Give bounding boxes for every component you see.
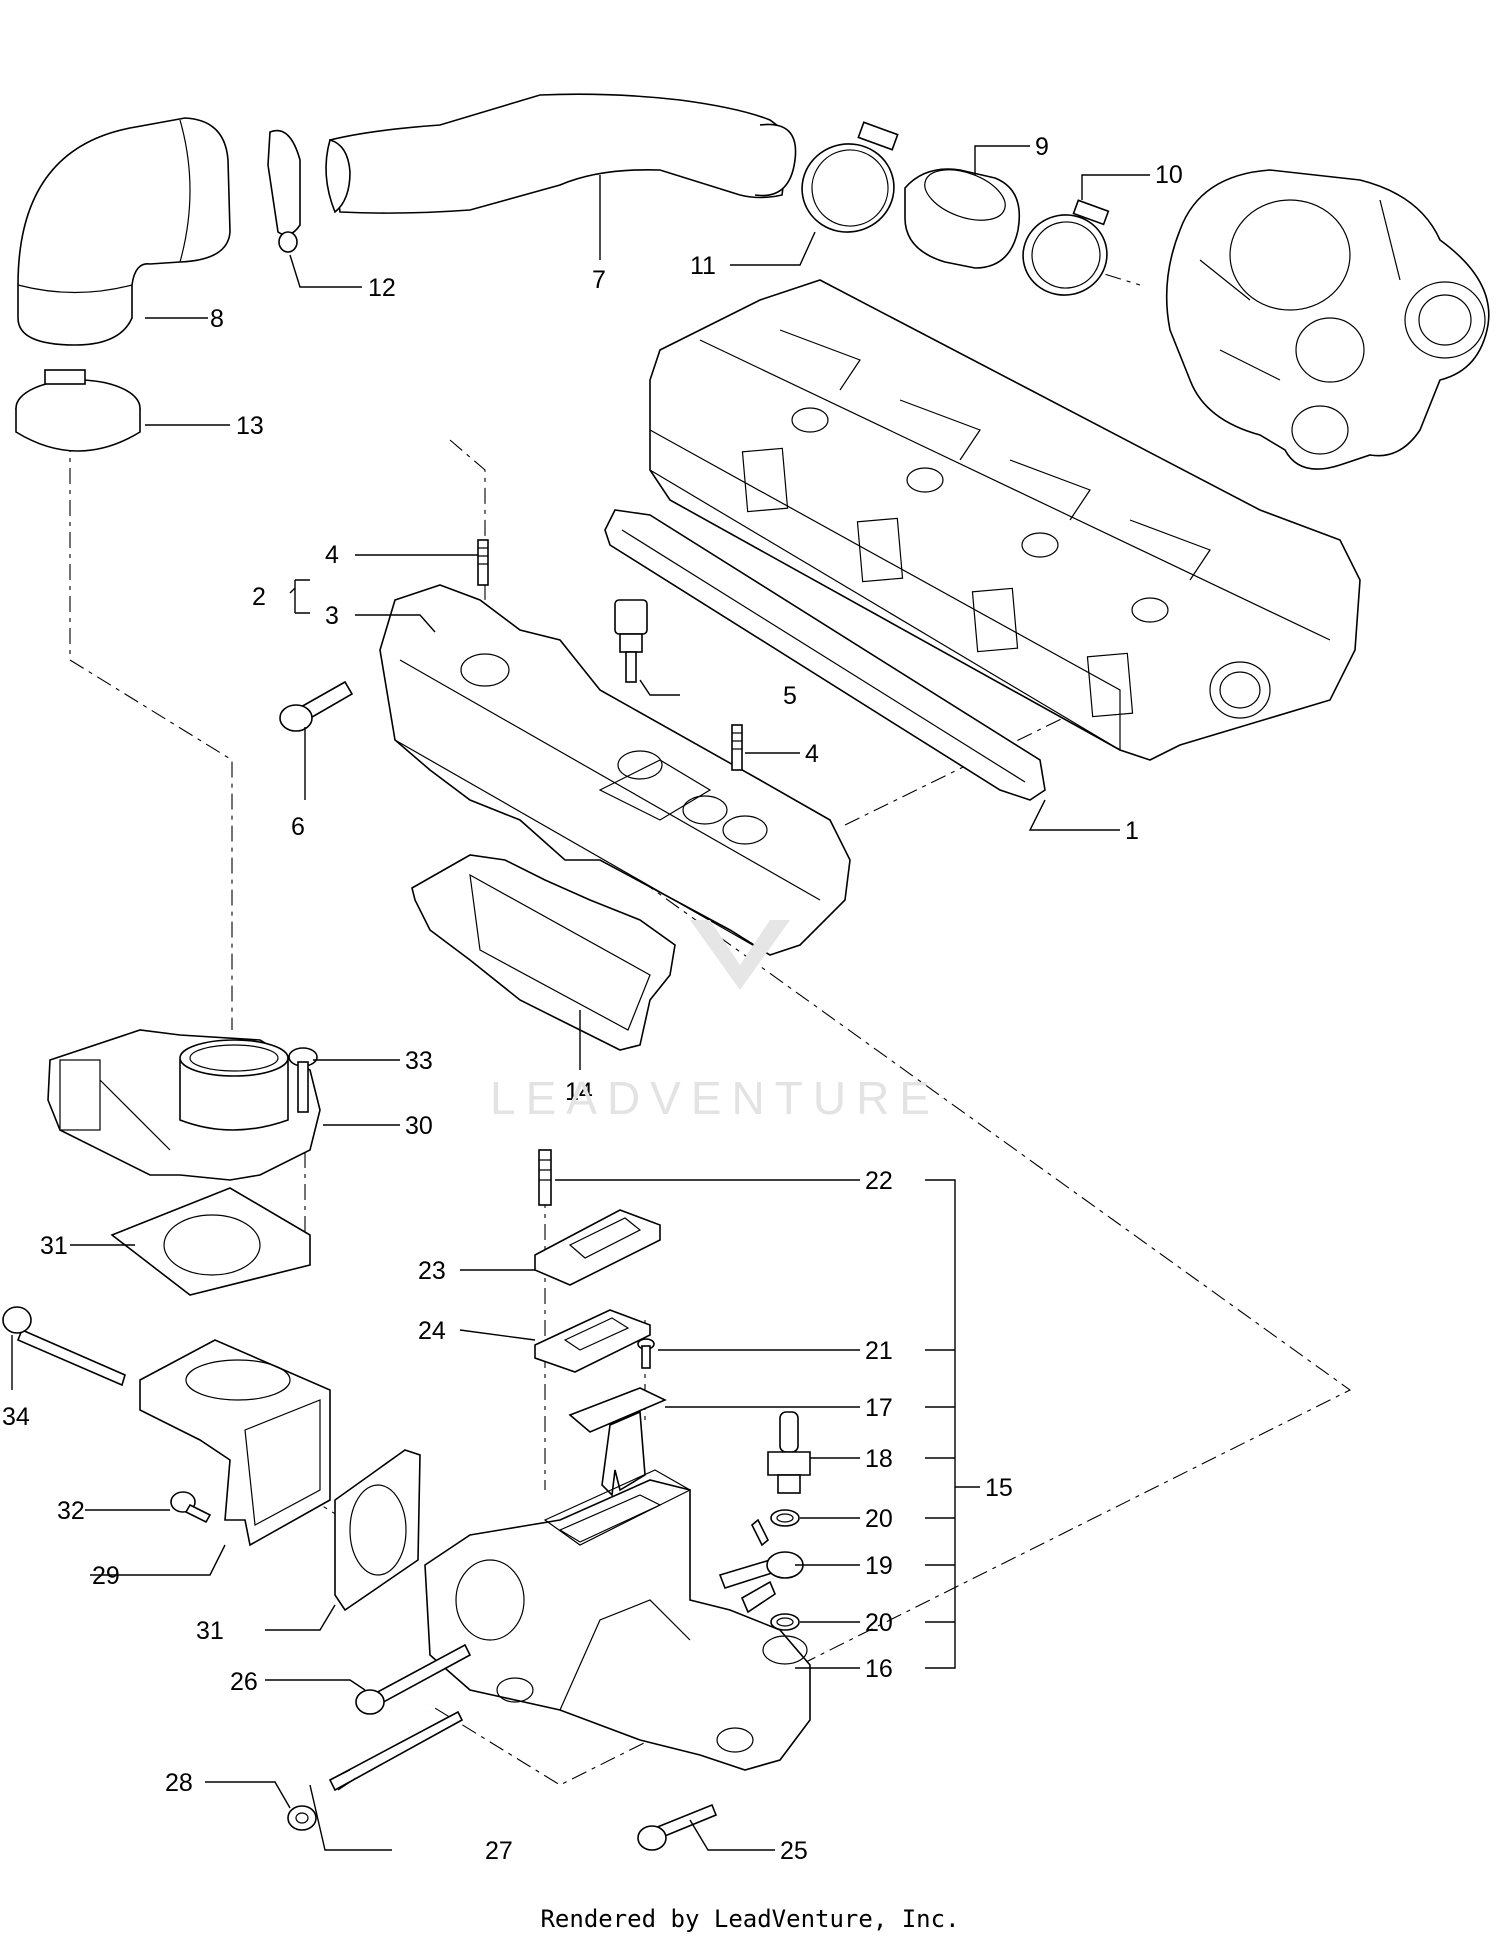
stud-4-upper (477, 539, 489, 586)
hose-clamp-11 (801, 121, 899, 233)
gasket-31-upper (110, 1187, 311, 1296)
callout-8: 8 (210, 305, 224, 333)
watermark: LEADVENTURE (490, 920, 940, 1124)
coupler-sleeve (904, 168, 1021, 269)
callout-34: 34 (2, 1403, 30, 1431)
callout-15: 15 (985, 1474, 1013, 1502)
callout-31-upper: 31 (40, 1232, 68, 1260)
nut-28 (287, 1805, 317, 1831)
callout-20-lower: 20 (865, 1609, 893, 1637)
callout-1: 1 (1125, 817, 1139, 845)
callout-4-upper: 4 (325, 541, 339, 569)
gasket-14 (411, 854, 676, 1051)
cylinder-head (649, 279, 1361, 761)
bolt-32 (170, 1491, 212, 1524)
callout-11: 11 (690, 252, 716, 280)
manifold-gasket (604, 509, 1046, 801)
hose-clamp-13 (15, 369, 141, 452)
callout-32: 32 (57, 1497, 85, 1525)
callout-labels: 1 2 3 4 4 5 6 7 8 9 10 11 12 13 14 15 16… (2, 133, 1183, 1865)
footer-credit: Rendered by LeadVenture, Inc. (540, 1905, 960, 1933)
temperature-sensor (614, 599, 648, 683)
callout-30: 30 (405, 1112, 433, 1140)
gasket-24 (534, 1309, 651, 1373)
turbocharger (1165, 169, 1490, 470)
intake-manifold (379, 584, 851, 956)
bolt-34 (2, 1306, 126, 1387)
screw-21 (637, 1338, 655, 1369)
callout-17: 17 (865, 1394, 893, 1422)
o-ring-20-upper (770, 1509, 800, 1527)
callout-25: 25 (780, 1837, 808, 1865)
banjo-fitting (718, 1518, 804, 1614)
callout-31-lower: 31 (196, 1617, 224, 1645)
callout-22: 22 (865, 1167, 893, 1195)
callout-26: 26 (230, 1668, 258, 1696)
o-ring-20-lower (770, 1613, 800, 1631)
bolt-6 (279, 680, 354, 732)
callout-16: 16 (865, 1655, 893, 1683)
callout-23: 23 (418, 1257, 446, 1285)
callout-9: 9 (1035, 133, 1049, 161)
watermark-text: LEADVENTURE (490, 1072, 940, 1124)
callout-28: 28 (165, 1769, 193, 1797)
valve-assembly (568, 1387, 667, 1497)
fitting-18 (767, 1411, 811, 1494)
callout-13: 13 (236, 412, 264, 440)
callout-21: 21 (865, 1337, 893, 1365)
cover-plate (534, 1209, 661, 1286)
bolt-27 (328, 1710, 464, 1792)
gasket-31-lower (334, 1449, 421, 1612)
hose-clamp-12 (267, 129, 301, 253)
callout-18: 18 (865, 1445, 893, 1473)
callout-20-upper: 20 (865, 1505, 893, 1533)
callout-24: 24 (418, 1317, 446, 1345)
charge-air-pipe (325, 93, 797, 214)
stud-22 (538, 1149, 552, 1206)
stud-4-lower (731, 724, 743, 771)
callout-4-lower: 4 (805, 740, 819, 768)
callout-33: 33 (405, 1047, 433, 1075)
bolt-26 (355, 1643, 472, 1715)
bolt-25 (637, 1803, 718, 1851)
intake-housing (424, 1469, 811, 1771)
bolt-33 (288, 1047, 318, 1113)
callout-29: 29 (92, 1562, 120, 1590)
callout-19: 19 (865, 1552, 893, 1580)
elbow-hose (17, 117, 231, 346)
callout-12: 12 (368, 274, 396, 302)
callout-2: 2 (252, 583, 266, 611)
callout-10: 10 (1155, 161, 1183, 189)
hose-clamp-10 (1022, 199, 1110, 296)
callout-7: 7 (592, 266, 606, 294)
callout-5: 5 (783, 682, 797, 710)
leader-lines (11, 145, 1150, 1851)
callout-14: 14 (565, 1078, 593, 1106)
throttle-body (47, 1029, 321, 1181)
callout-6: 6 (291, 813, 305, 841)
elbow-adapter (139, 1339, 331, 1547)
callout-27: 27 (485, 1837, 513, 1865)
callout-3: 3 (325, 602, 339, 630)
